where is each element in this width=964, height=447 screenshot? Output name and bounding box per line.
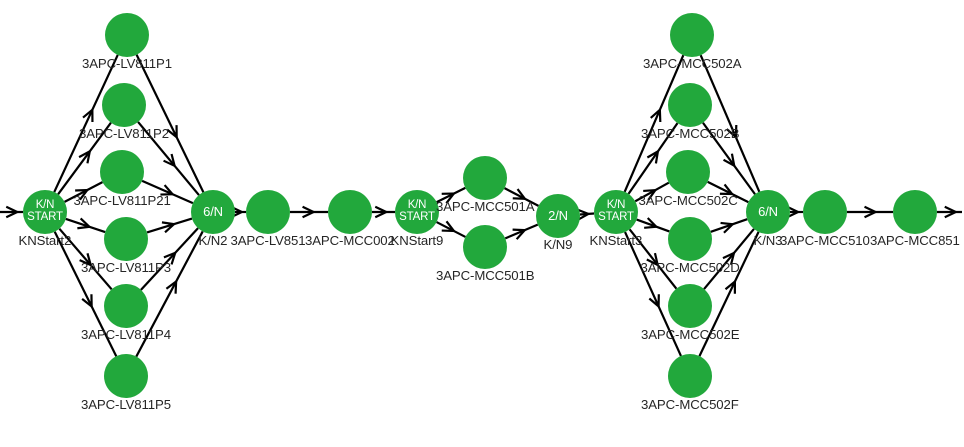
node-label-lv851: 3APC-LV851 xyxy=(230,233,306,248)
node-kn2[interactable]: 6/N xyxy=(191,190,235,234)
node-mcc502c[interactable] xyxy=(666,150,710,194)
node-inner-text: K/N xyxy=(407,199,427,212)
node-label-mcc502b: 3APC-MCC502B xyxy=(641,126,740,141)
node-kn3[interactable]: 6/N xyxy=(746,190,790,234)
node-inner-text: 2/N xyxy=(548,208,568,224)
node-label-mcc502e: 3APC-MCC502E xyxy=(641,327,740,342)
node-label-mcc510: 3APC-MCC510 xyxy=(780,233,870,248)
node-mcc502f[interactable] xyxy=(668,354,712,398)
node-mcc002[interactable] xyxy=(328,190,372,234)
node-inner-text: 6/N xyxy=(203,204,223,220)
node-lv811p1[interactable] xyxy=(105,13,149,57)
node-mcc501b[interactable] xyxy=(463,225,507,269)
node-label-knstart3: KNStart3 xyxy=(589,233,643,248)
node-inner-text: 6/N xyxy=(758,204,778,220)
node-label-mcc502d: 3APC-MCC502D xyxy=(640,260,740,275)
node-label-mcc002: 3APC-MCC002 xyxy=(305,233,395,248)
node-mcc510[interactable] xyxy=(803,190,847,234)
node-label-mcc851: 3APC-MCC851 xyxy=(870,233,960,248)
node-inner-text-2: START xyxy=(399,211,435,223)
node-label-kn2: K/N2 xyxy=(198,233,228,248)
node-inner-text: K/N xyxy=(606,199,626,212)
node-label-lv811p21: 3APC-LV811P21 xyxy=(73,193,171,208)
node-inner-text-2: START xyxy=(598,211,634,223)
node-label-kn9: K/N9 xyxy=(543,237,573,252)
node-lv851[interactable] xyxy=(246,190,290,234)
node-label-lv811p3: 3APC-LV811P3 xyxy=(81,260,171,275)
node-label-lv811p2: 3APC-LV811P2 xyxy=(79,126,169,141)
node-lv811p4[interactable] xyxy=(104,284,148,328)
node-label-kn3: K/N3 xyxy=(753,233,783,248)
node-lv811p21[interactable] xyxy=(100,150,144,194)
node-label-knstart2: KNStart2 xyxy=(18,233,72,248)
node-label-lv811p1: 3APC-LV811P1 xyxy=(82,56,172,71)
node-lv811p5[interactable] xyxy=(104,354,148,398)
node-kn9[interactable]: 2/N xyxy=(536,194,580,238)
node-lv811p2[interactable] xyxy=(102,83,146,127)
node-label-mcc501b: 3APC-MCC501B xyxy=(436,268,535,283)
node-label-mcc501a: 3APC-MCC501A xyxy=(436,199,535,214)
node-label-mcc502f: 3APC-MCC502F xyxy=(641,397,739,412)
node-lv811p3[interactable] xyxy=(104,217,148,261)
node-mcc502b[interactable] xyxy=(668,83,712,127)
node-label-lv811p5: 3APC-LV811P5 xyxy=(81,397,171,412)
node-mcc502e[interactable] xyxy=(668,284,712,328)
node-inner-text: K/N xyxy=(35,199,55,212)
node-mcc502a[interactable] xyxy=(670,13,714,57)
node-label-knstart9: KNStart9 xyxy=(390,233,444,248)
node-mcc851[interactable] xyxy=(893,190,937,234)
node-label-mcc502a: 3APC-MCC502A xyxy=(643,56,742,71)
node-mcc501a[interactable] xyxy=(463,156,507,200)
node-label-mcc502c: 3APC-MCC502C xyxy=(638,193,738,208)
node-mcc502d[interactable] xyxy=(668,217,712,261)
node-label-lv811p4: 3APC-LV811P4 xyxy=(81,327,171,342)
node-inner-text-2: START xyxy=(27,211,63,223)
